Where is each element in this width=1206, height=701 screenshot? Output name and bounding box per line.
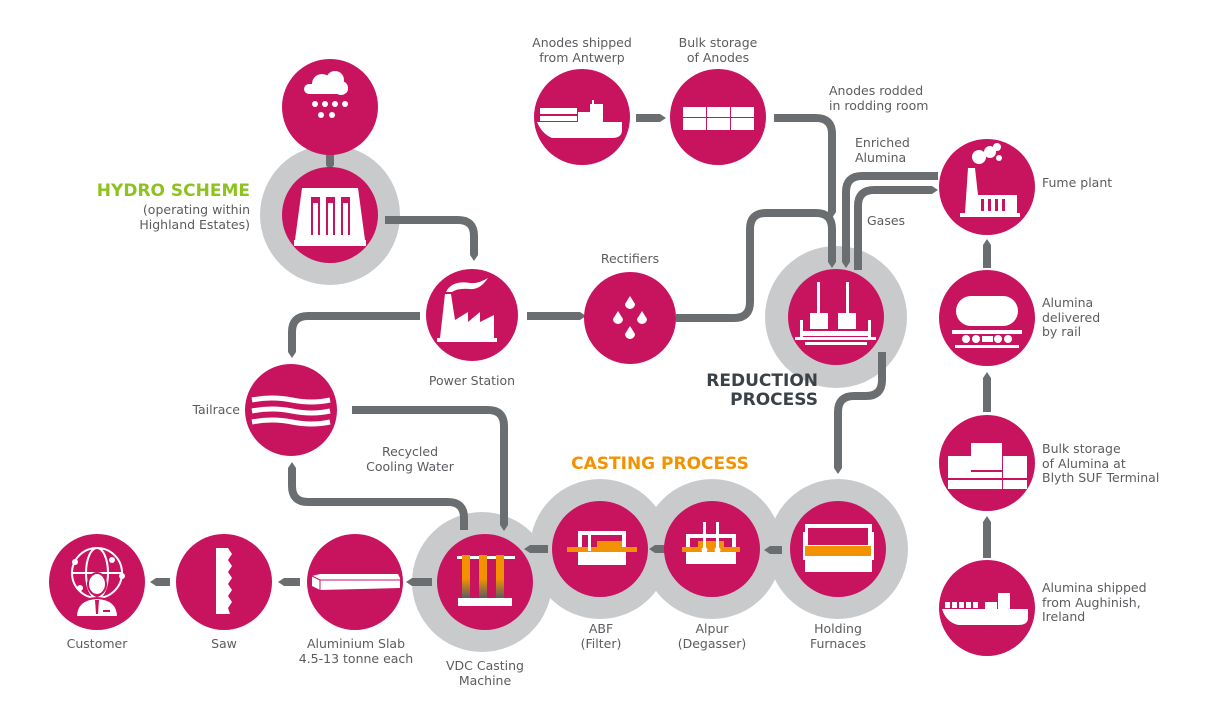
arrow-head: [150, 578, 156, 586]
arrow-head: [649, 545, 655, 553]
label-alumina-storage: Bulk storage of Alumina at Blyth SUF Ter…: [1042, 441, 1160, 485]
label-slab: Aluminium Slab 4.5-13 tonne each: [298, 636, 414, 666]
filter-icon: [567, 531, 637, 565]
dam-icon: [294, 188, 366, 246]
arrow-head: [406, 578, 412, 586]
pipe-enriched-alumina: [842, 172, 938, 262]
arrow-head: [288, 462, 296, 468]
flow-label-anodes-rodded: Anodes rodded in rodding room: [829, 83, 929, 113]
node-customer[interactable]: [49, 534, 145, 630]
label-saw: Saw: [211, 636, 237, 651]
hydro-scheme-title: HYDRO SCHEME: [96, 181, 250, 201]
droplets-icon: [613, 296, 647, 339]
label-vdc: VDC Casting Machine: [445, 658, 524, 688]
arrow-head: [288, 352, 296, 358]
arrow-head: [470, 255, 478, 261]
node-anodes-ship[interactable]: [534, 69, 630, 165]
flow-pipes: [156, 114, 991, 586]
silos-icon: [948, 443, 1027, 489]
arrow-head: [834, 468, 842, 474]
arrow-head: [828, 212, 836, 218]
node-alpur[interactable]: [664, 501, 760, 597]
arrow-head: [932, 186, 938, 194]
arrow-head: [524, 545, 530, 553]
node-anodes-storage[interactable]: [670, 69, 766, 165]
reduction-cell-icon: [795, 282, 876, 345]
factory-icon: [437, 278, 497, 342]
casting-process-title: CASTING PROCESS: [571, 454, 749, 474]
node-abf[interactable]: [552, 501, 648, 597]
arrow-head: [580, 312, 586, 320]
label-tailrace: Tailrace: [192, 402, 240, 417]
customer-globe-icon: [71, 547, 125, 618]
node-fume-plant[interactable]: [939, 139, 1035, 235]
pipe-power-tailrace: [288, 312, 420, 352]
node-vdc[interactable]: [437, 534, 533, 630]
label-anodes-ship: Anodes shipped from Antwerp: [532, 35, 632, 65]
flow-label-gases: Gases: [867, 213, 906, 228]
cargo-ship-icon: [537, 100, 622, 138]
saw-icon: [216, 548, 232, 614]
slab-icon: [311, 574, 400, 590]
waves-icon: [251, 395, 331, 427]
label-alpur: Alpur (Degasser): [677, 621, 747, 651]
node-rectifiers[interactable]: [584, 272, 676, 364]
cargo-ship-icon: [942, 593, 1028, 625]
arrow-head: [842, 262, 850, 268]
pipe-rectifiers-reduction: [676, 209, 836, 322]
arrow-head: [983, 239, 991, 245]
arrow-head: [500, 525, 508, 531]
rail-tanker-icon: [952, 296, 1022, 348]
node-reduction[interactable]: [788, 269, 884, 365]
node-dam[interactable]: [282, 167, 378, 263]
node-tailrace[interactable]: [245, 364, 337, 456]
node-power-station[interactable]: [426, 269, 518, 361]
pipe-storage-reduction: [774, 114, 836, 212]
node-holding-furnaces[interactable]: [790, 501, 886, 597]
reduction-process-title: REDUCTION PROCESS: [706, 371, 818, 410]
degasser-icon: [682, 522, 740, 564]
storage-blocks-icon: [683, 107, 754, 130]
node-rail[interactable]: [939, 270, 1035, 366]
node-alumina-storage[interactable]: [939, 415, 1035, 511]
label-customer: Customer: [66, 636, 128, 651]
node-saw[interactable]: [176, 534, 272, 630]
rain-cloud-icon: [304, 71, 348, 118]
arrow-head: [660, 114, 666, 122]
label-power-station: Power Station: [428, 373, 516, 388]
arrow-head: [983, 516, 991, 522]
label-holding-furnaces: Holding Furnaces: [809, 621, 866, 651]
nodes: [49, 59, 1035, 656]
casting-machine-icon: [457, 555, 515, 606]
hydro-scheme-subtitle: (operating within Highland Estates): [139, 202, 250, 232]
pipe-gases: [854, 186, 932, 270]
node-slab[interactable]: [307, 534, 403, 630]
flow-label-recycled-water: Recycled Cooling Water: [366, 444, 454, 474]
label-rail: Alumina delivered by rail: [1042, 295, 1101, 339]
flow-arrowheads: [150, 114, 991, 586]
pipe-vdc-tailrace: [288, 468, 468, 530]
label-rectifiers: Rectifiers: [600, 251, 660, 266]
node-rain[interactable]: [282, 59, 378, 155]
label-anodes-storage: Bulk storage of Anodes: [678, 35, 758, 65]
label-alumina-ship: Alumina shipped from Aughinish, Ireland: [1042, 580, 1147, 624]
furnace-icon: [803, 524, 874, 572]
flow-label-enriched-alumina: Enriched Alumina: [855, 135, 910, 165]
arrow-head: [828, 262, 836, 268]
arrow-head: [983, 372, 991, 378]
label-fume-plant: Fume plant: [1042, 175, 1113, 190]
fume-plant-icon: [960, 143, 1020, 217]
pipe-reduction-holding: [834, 352, 886, 468]
label-abf: ABF (Filter): [580, 621, 622, 651]
arrow-head: [278, 578, 284, 586]
arrow-head: [764, 546, 770, 554]
pipe-tailrace-vdc: [352, 406, 508, 525]
node-alumina-ship[interactable]: [939, 560, 1035, 656]
pipe-dam-power: [385, 216, 478, 255]
